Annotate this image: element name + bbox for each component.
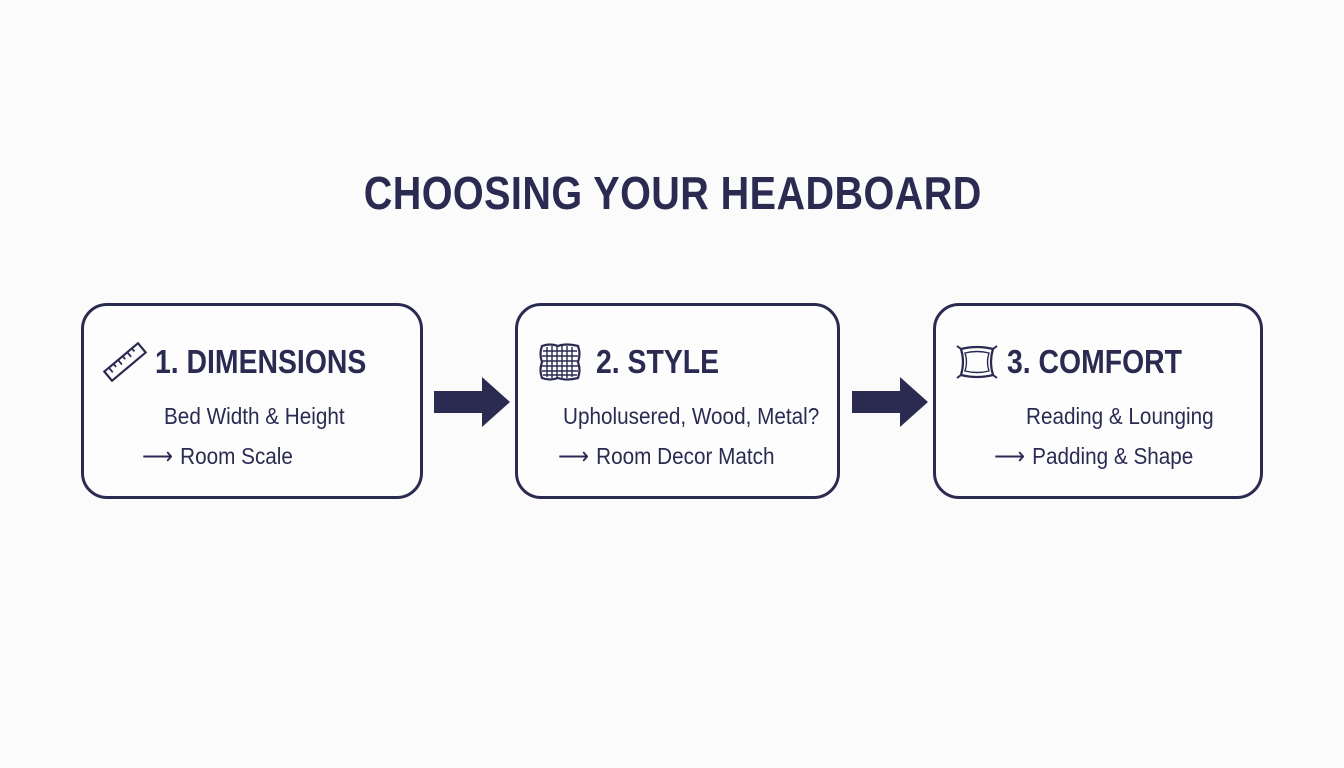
- page-title: CHOOSING YOUR HEADBOARD: [363, 167, 982, 219]
- step-result-text: Room Scale: [180, 443, 293, 469]
- step-result: ⟶ Room Scale: [142, 442, 293, 471]
- step-result-text: Padding & Shape: [1032, 443, 1194, 469]
- long-right-arrow-icon: ⟶: [558, 443, 589, 470]
- fabric-texture-icon: [538, 342, 582, 382]
- step-detail: Reading & Lounging: [1026, 403, 1214, 429]
- step-detail: Upholusered, Wood, Metal?: [563, 403, 820, 429]
- step-title: 2. STYLE: [596, 343, 720, 380]
- step-title: 3. COMFORT: [1007, 343, 1183, 380]
- right-arrow-icon: [434, 377, 510, 427]
- step-detail: Bed Width & Height: [164, 403, 345, 429]
- pillow-icon: [955, 342, 999, 382]
- right-arrow-icon: [852, 377, 928, 427]
- long-right-arrow-icon: ⟶: [142, 443, 173, 470]
- step-title: 1. DIMENSIONS: [155, 343, 367, 380]
- long-right-arrow-icon: ⟶: [994, 443, 1025, 470]
- step-card-dimensions: 1. DIMENSIONS Bed Width & Height ⟶ Room S…: [81, 303, 423, 499]
- step-result: ⟶ Room Decor Match: [558, 442, 774, 471]
- step-result: ⟶ Padding & Shape: [994, 442, 1193, 471]
- ruler-icon: [103, 342, 147, 382]
- step-card-style: 2. STYLE Upholusered, Wood, Metal? ⟶ Room…: [515, 303, 840, 499]
- step-result-text: Room Decor Match: [596, 443, 775, 469]
- step-card-comfort: 3. COMFORT Reading & Lounging ⟶ Padding &…: [933, 303, 1263, 499]
